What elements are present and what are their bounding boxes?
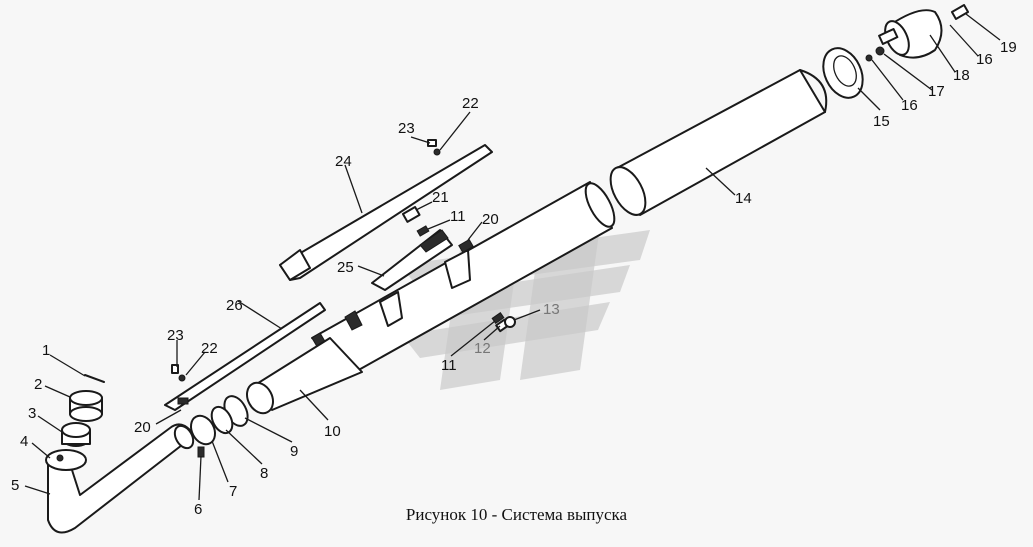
callout-labels: 1 2 3 4 5 6 7 8 9 10 11 12 13 14 15 16 1… bbox=[11, 39, 1017, 518]
part-heat-shield-lower bbox=[164, 302, 326, 411]
callout-25: 25 bbox=[337, 259, 354, 276]
part-washer-17 bbox=[875, 46, 885, 56]
callout-20-upper: 20 bbox=[482, 211, 499, 228]
part-gasket-3 bbox=[61, 422, 91, 447]
part-clamp-upper bbox=[379, 249, 471, 327]
part-pin-1 bbox=[84, 374, 105, 383]
callout-15: 15 bbox=[873, 113, 890, 130]
part-bracket-25 bbox=[371, 229, 453, 291]
part-bolt-21 bbox=[401, 206, 421, 223]
part-washer-11-lower bbox=[491, 311, 505, 325]
part-nut-20-upper bbox=[458, 238, 474, 254]
callout-16-front: 16 bbox=[901, 97, 918, 114]
callout-20-lower: 20 bbox=[134, 419, 151, 436]
callout-26: 26 bbox=[226, 297, 243, 314]
part-washer-11-upper bbox=[416, 225, 430, 237]
callout-11-lower: 11 bbox=[441, 357, 457, 374]
part-end-ring bbox=[822, 47, 864, 99]
callout-18: 18 bbox=[953, 67, 970, 84]
part-muffler-body bbox=[609, 69, 828, 216]
callout-6: 6 bbox=[194, 501, 202, 518]
part-front-muffler bbox=[246, 337, 363, 415]
part-washer-16 bbox=[865, 54, 873, 62]
callout-17: 17 bbox=[928, 83, 945, 100]
part-washer-22-lower bbox=[178, 374, 186, 382]
part-bolt-19 bbox=[950, 4, 970, 20]
callout-8: 8 bbox=[260, 465, 268, 482]
callout-16-rear: 16 bbox=[976, 51, 993, 68]
part-washer-22-upper bbox=[433, 148, 441, 156]
callout-22-upper: 22 bbox=[462, 95, 479, 112]
callout-7: 7 bbox=[229, 483, 237, 500]
callout-22-lower: 22 bbox=[201, 340, 218, 357]
part-flange-4 bbox=[45, 449, 87, 471]
callout-19: 19 bbox=[1000, 39, 1017, 56]
callout-9: 9 bbox=[290, 443, 298, 460]
part-heat-shield-upper bbox=[279, 144, 493, 281]
callout-24: 24 bbox=[335, 153, 352, 170]
callout-23-lower: 23 bbox=[167, 327, 184, 344]
part-sleeve-2 bbox=[69, 390, 103, 422]
callout-2: 2 bbox=[34, 376, 42, 393]
part-clamp-7 bbox=[190, 414, 216, 446]
leader-lines bbox=[24, 13, 1001, 501]
part-tail-cone bbox=[878, 9, 943, 59]
callout-12: 12 bbox=[474, 340, 491, 357]
figure-caption: Рисунок 10 - Система выпуска bbox=[405, 505, 628, 524]
callout-10: 10 bbox=[324, 423, 341, 440]
callout-5: 5 bbox=[11, 477, 19, 494]
callout-23-upper: 23 bbox=[398, 120, 415, 137]
part-bolt-6 bbox=[197, 446, 205, 458]
callout-4: 4 bbox=[20, 433, 28, 450]
callout-1: 1 bbox=[42, 342, 50, 359]
part-nut-20-lower bbox=[177, 397, 189, 405]
callout-3: 3 bbox=[28, 405, 36, 422]
part-exhaust-downpipe bbox=[47, 423, 195, 534]
part-screw-23-lower bbox=[171, 364, 179, 374]
callout-13: 13 bbox=[543, 301, 560, 318]
callout-14: 14 bbox=[735, 190, 752, 207]
callout-11-upper: 11 bbox=[450, 208, 466, 225]
callout-21: 21 bbox=[432, 189, 449, 206]
part-nut-13 bbox=[504, 316, 516, 328]
